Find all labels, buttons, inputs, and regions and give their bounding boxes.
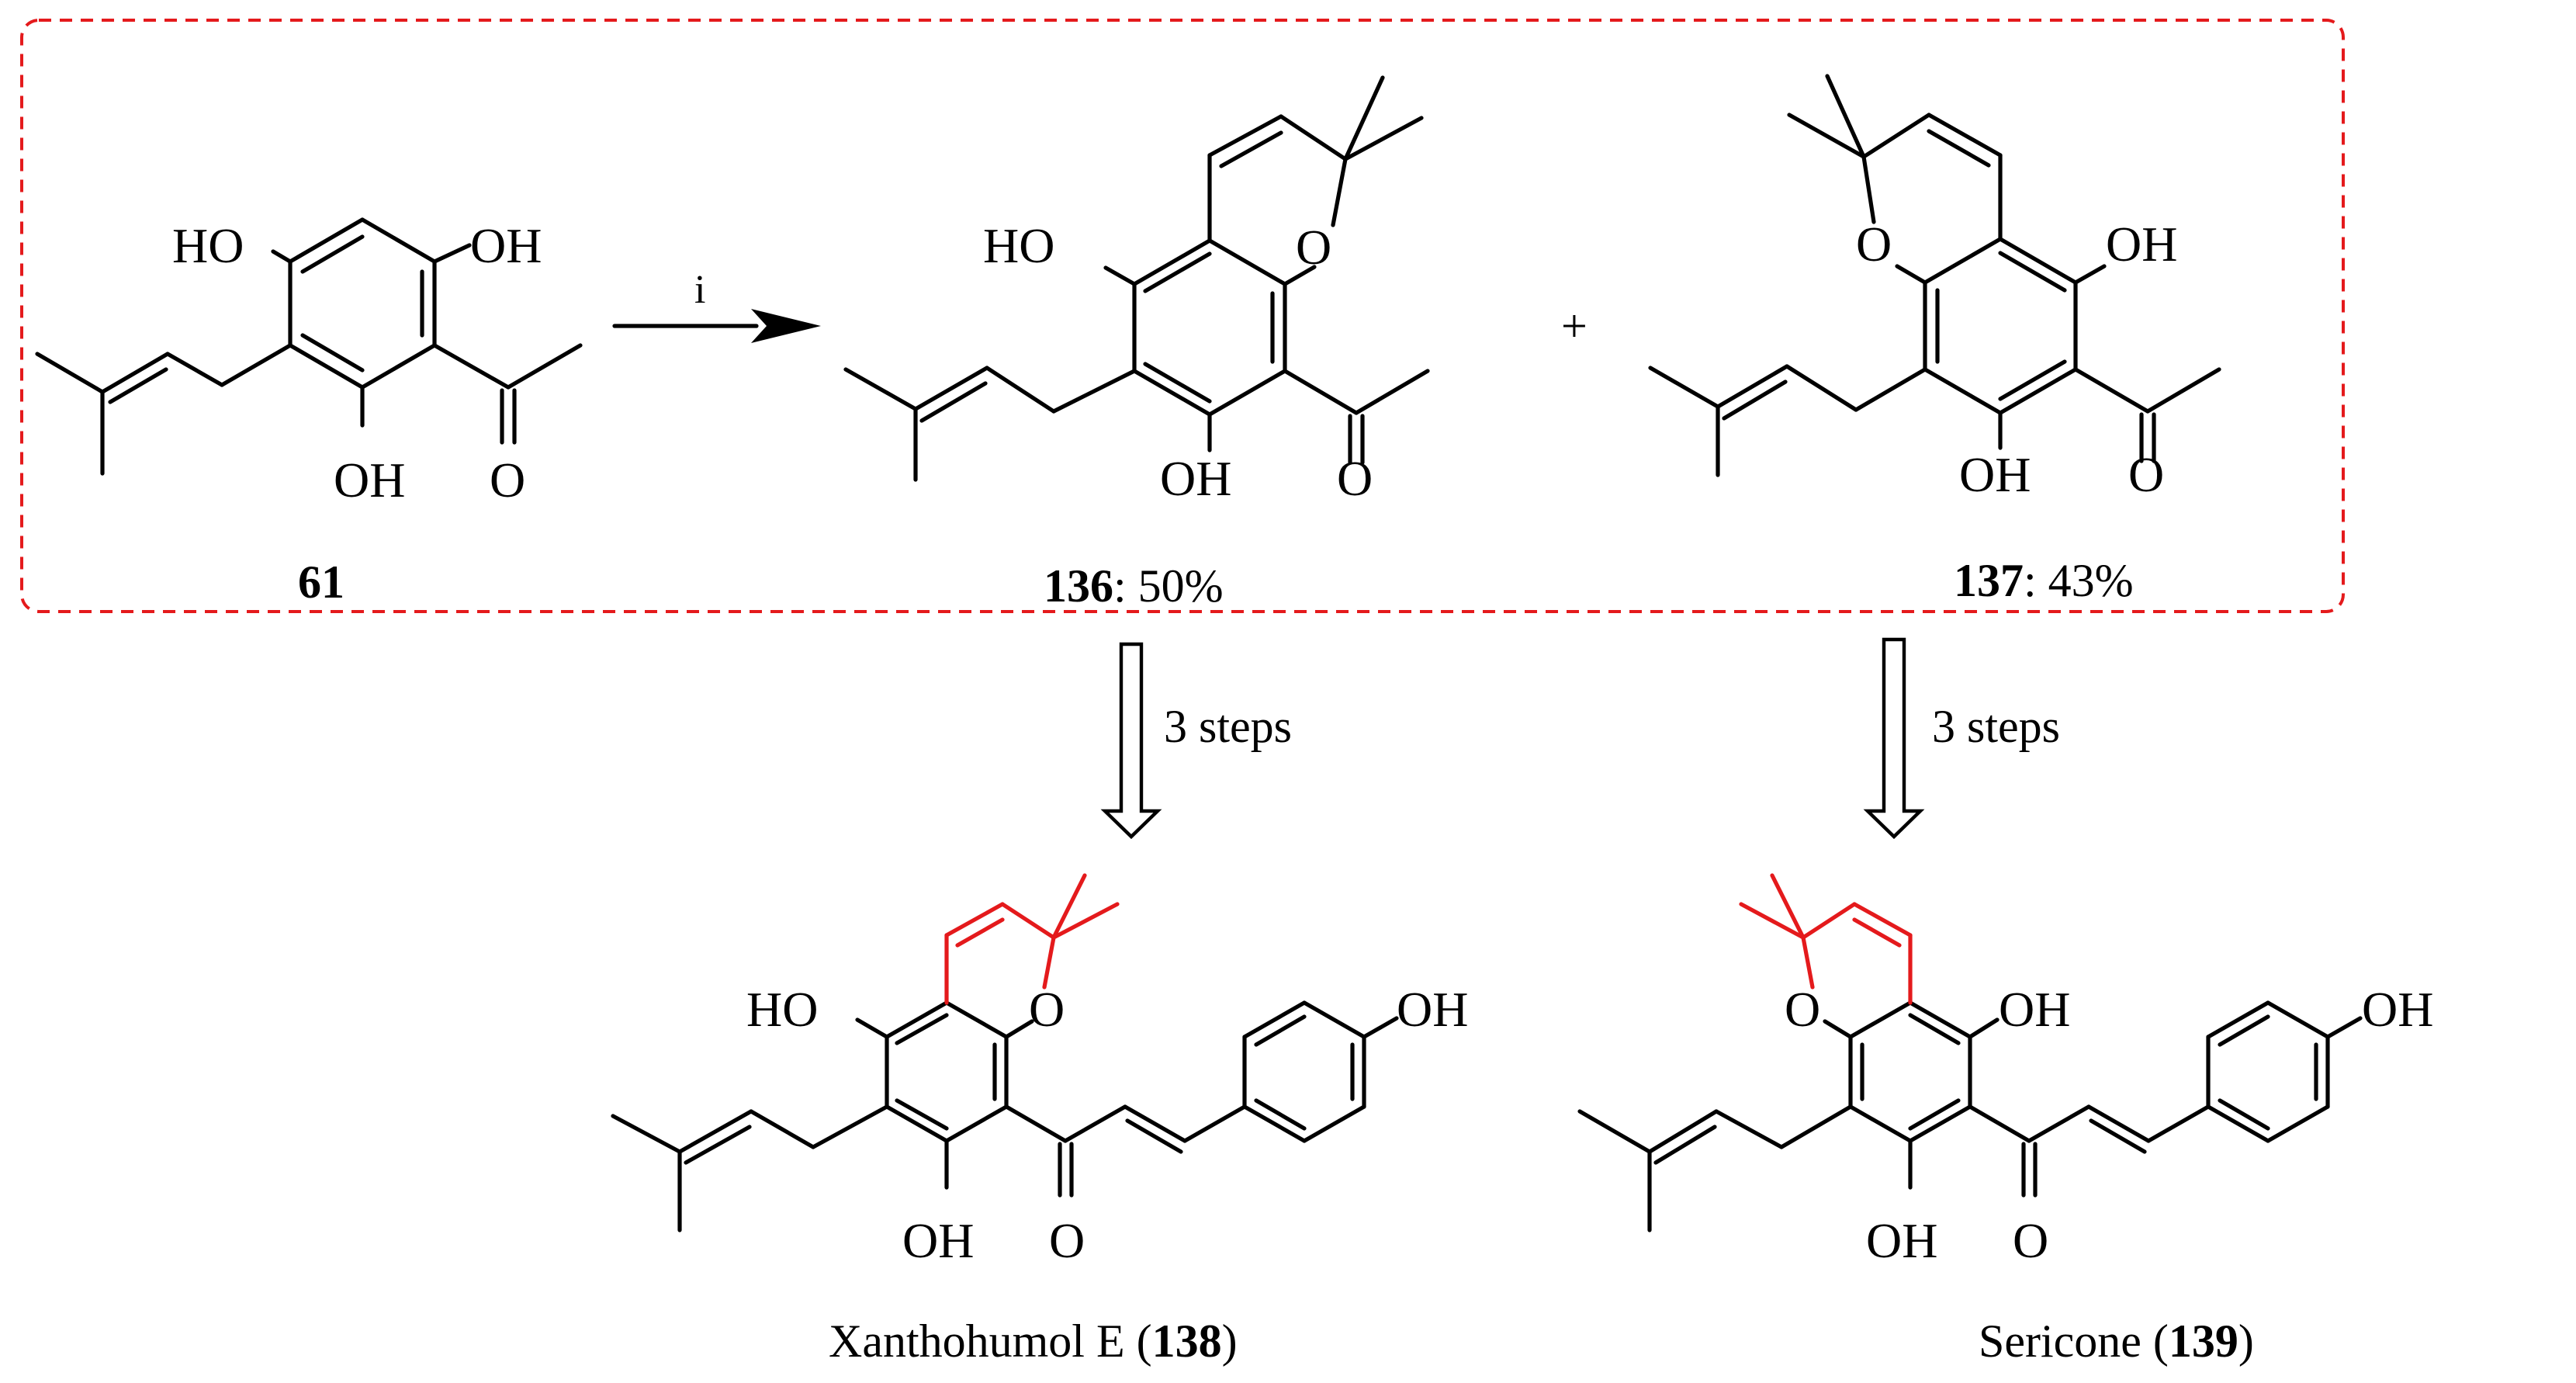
- c139-phenol-oh-label: OH: [2362, 982, 2433, 1037]
- compound-136-caption: 136: 50%: [1044, 560, 1224, 612]
- c139-ring-o-label: O: [1785, 982, 1820, 1037]
- c139-oh-bottom-label: OH: [1866, 1213, 1937, 1268]
- compound-137-yield: : 43%: [2024, 555, 2134, 606]
- reaction-condition-label: i: [694, 268, 705, 312]
- step-label-right: 3 steps: [1932, 701, 2060, 752]
- dashed-highlight-box: [20, 19, 2345, 613]
- c138-carbonyl-o-label: O: [1049, 1213, 1085, 1268]
- compound-61-number: 61: [298, 556, 345, 608]
- plus-sign: +: [1561, 300, 1587, 352]
- c138-oh-bottom-label: OH: [902, 1213, 974, 1268]
- compound-137-structure: [1648, 74, 2221, 477]
- c139-carbonyl-o-label: O: [2013, 1213, 2048, 1268]
- compound-139-close: ): [2238, 1315, 2254, 1367]
- c137-oh-bottom-label: OH: [1959, 447, 2031, 502]
- compound-139-number: 139: [2169, 1315, 2238, 1367]
- compound-139-name: Sericone (: [1979, 1315, 2169, 1367]
- hollow-arrow-right: [1863, 637, 1925, 840]
- c61-oh-label: OH: [470, 218, 542, 273]
- c137-carbonyl-o-label: O: [2128, 447, 2164, 502]
- compound-61-structure: [35, 217, 583, 476]
- compound-138-close: ): [1222, 1315, 1238, 1367]
- c61-ho-label: HO: [172, 218, 244, 273]
- compound-139-structure: [1577, 873, 2363, 1232]
- c61-carbonyl-o-label: O: [490, 452, 525, 508]
- compound-137-caption: 137: 43%: [1954, 555, 2134, 606]
- reaction-arrow-head: [751, 309, 821, 343]
- c139-oh-label: OH: [1999, 982, 2070, 1037]
- c61-oh-bottom-label: OH: [334, 452, 405, 508]
- step-label-left: 3 steps: [1164, 701, 1292, 752]
- c137-oh-label: OH: [2106, 217, 2177, 272]
- c136-oh-bottom-label: OH: [1160, 451, 1231, 506]
- compound-138-caption: Xanthohumol E (138): [829, 1315, 1238, 1367]
- compound-138-name: Xanthohumol E (: [829, 1315, 1152, 1367]
- compound-138-structure: [611, 873, 1399, 1232]
- compound-136-number: 136: [1044, 560, 1113, 612]
- c137-ring-o-label: O: [1856, 217, 1892, 272]
- c138-ho-label: HO: [746, 982, 818, 1037]
- compound-138-number: 138: [1152, 1315, 1222, 1367]
- compound-136-structure: [843, 75, 1430, 482]
- compound-139-caption: Sericone (139): [1979, 1315, 2254, 1367]
- c136-ho-label: HO: [983, 218, 1054, 273]
- hollow-arrow-left: [1100, 642, 1162, 840]
- c136-carbonyl-o-label: O: [1337, 451, 1373, 506]
- c136-ring-o-label: O: [1296, 220, 1331, 275]
- c138-ring-o-label: O: [1029, 982, 1065, 1037]
- compound-137-number: 137: [1954, 555, 2024, 606]
- c138-phenol-oh-label: OH: [1397, 982, 1468, 1037]
- compound-136-yield: : 50%: [1113, 560, 1224, 612]
